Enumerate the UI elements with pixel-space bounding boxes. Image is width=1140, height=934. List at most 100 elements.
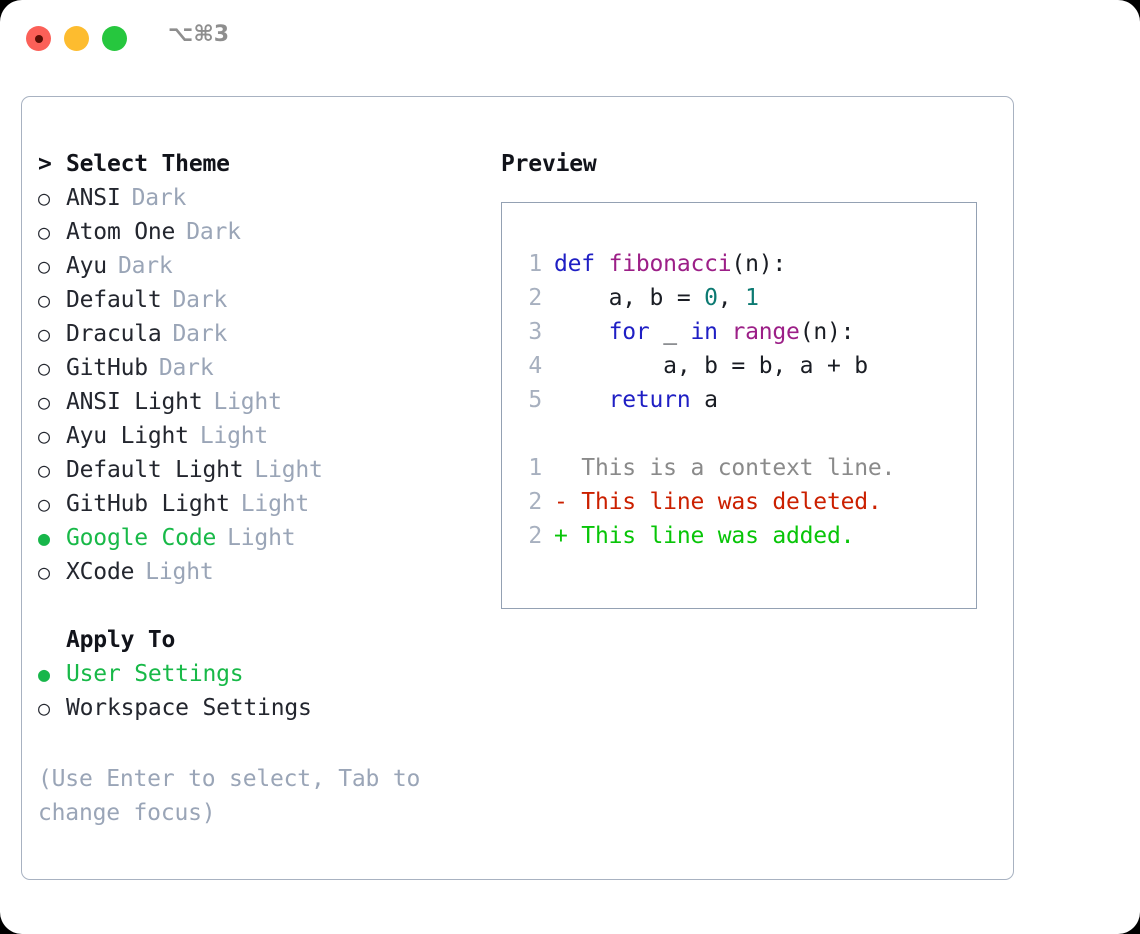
keyboard-shortcut-label: ⌥⌘3 — [168, 22, 230, 47]
code-line: 1 def fibonacci(n): — [516, 247, 970, 281]
theme-option-label: GitHub — [66, 355, 148, 381]
code-token: a, b = — [554, 285, 705, 311]
apply-to-header-label: Apply To — [66, 627, 176, 653]
line-number: 1 — [528, 455, 542, 481]
apply-option-label: User Settings — [66, 661, 244, 687]
traffic-lights — [26, 26, 127, 51]
radio-unselected-icon: ○ — [38, 356, 50, 380]
radio-unselected-icon: ○ — [38, 220, 50, 244]
theme-option-label: Default Light — [66, 457, 244, 483]
line-number: 2 — [528, 489, 542, 515]
line-number: 5 — [528, 387, 542, 413]
code-token: , — [717, 285, 746, 311]
code-token: in — [690, 319, 718, 345]
caret-icon: > — [38, 151, 52, 177]
theme-option-google-code[interactable]: ● Google Code Light — [38, 521, 498, 555]
preview-title: Preview — [501, 151, 597, 177]
radio-unselected-icon: ○ — [38, 424, 50, 448]
theme-option-ayu[interactable]: ○ Ayu Dark — [38, 249, 498, 283]
title-bar: ⌥⌘3 — [0, 0, 1140, 76]
keyboard-hint-text: (Use Enter to select, Tab to change focu… — [38, 766, 421, 826]
theme-option-variant: Light — [213, 389, 282, 415]
diff-marker: - — [554, 489, 568, 515]
line-number: 2 — [528, 523, 542, 549]
code-token: 0 — [704, 285, 718, 311]
theme-option-label: Default — [66, 287, 162, 313]
diff-sample: 1 This is a context line. 2- This line wa… — [516, 451, 970, 553]
code-line: 4 a, b = b, a + b — [516, 349, 970, 383]
theme-option-label: Google Code — [66, 525, 217, 551]
theme-option-ayu-light[interactable]: ○ Ayu Light Light — [38, 419, 498, 453]
radio-selected-icon: ● — [38, 662, 50, 686]
minimize-window-button[interactable] — [64, 26, 89, 51]
apply-option-user-settings[interactable]: ● User Settings — [38, 657, 498, 691]
line-number: 1 — [528, 251, 542, 277]
code-token: a, b = b, a + b — [554, 353, 868, 379]
section-spacer — [38, 589, 498, 623]
code-line: 2 a, b = 0, 1 — [516, 281, 970, 315]
apply-option-label: Workspace Settings — [66, 695, 312, 721]
theme-option-label: Dracula — [66, 321, 162, 347]
theme-option-variant: Dark — [172, 321, 228, 347]
theme-option-label: Ayu — [66, 253, 107, 279]
diff-line-ctx: 1 This is a context line. — [516, 451, 970, 485]
theme-option-label: ANSI — [66, 185, 121, 211]
theme-option-variant: Light — [254, 457, 323, 483]
radio-unselected-icon: ○ — [38, 186, 50, 210]
theme-option-ansi[interactable]: ○ ANSI Dark — [38, 181, 498, 215]
diff-line-add: 2 + This line was added. — [516, 519, 970, 553]
code-token: _ — [649, 319, 691, 345]
theme-option-default[interactable]: ○ Default Dark — [38, 283, 498, 317]
theme-option-variant: Dark — [131, 185, 187, 211]
radio-unselected-icon: ○ — [38, 560, 50, 584]
code-token: return — [608, 387, 691, 413]
radio-unselected-icon: ○ — [38, 254, 50, 278]
theme-option-default-light[interactable]: ○ Default Light Light — [38, 453, 498, 487]
code-token: def — [554, 251, 609, 277]
theme-option-variant: Dark — [117, 253, 173, 279]
diff-marker — [554, 455, 568, 481]
theme-option-variant: Dark — [172, 287, 228, 313]
code-token: (n): — [799, 319, 855, 345]
diff-text: This line was added. — [567, 523, 855, 549]
select-theme-header: >Select Theme — [38, 147, 498, 181]
apply-to-header: Apply To — [38, 623, 498, 657]
radio-selected-icon: ● — [38, 526, 50, 550]
code-line: 5 return a — [516, 383, 970, 417]
theme-option-variant: Dark — [158, 355, 214, 381]
maximize-window-button[interactable] — [102, 26, 127, 51]
radio-unselected-icon: ○ — [38, 288, 50, 312]
radio-unselected-icon: ○ — [38, 696, 50, 720]
radio-unselected-icon: ○ — [38, 458, 50, 482]
theme-option-variant: Light — [227, 525, 296, 551]
radio-unselected-icon: ○ — [38, 492, 50, 516]
diff-text: This is a context line. — [567, 455, 896, 481]
theme-option-variant: Light — [199, 423, 269, 449]
theme-option-github[interactable]: ○ GitHub Dark — [38, 351, 498, 385]
code-token: fibonacci — [608, 251, 732, 277]
theme-option-label: Ayu Light — [66, 423, 189, 449]
theme-option-label: ANSI Light — [66, 389, 203, 415]
theme-option-dracula[interactable]: ○ Dracula Dark — [38, 317, 498, 351]
line-number: 3 — [528, 319, 542, 345]
code-token — [554, 319, 609, 345]
radio-unselected-icon: ○ — [38, 322, 50, 346]
preview-column: Preview — [501, 147, 1001, 181]
line-number: 4 — [528, 353, 542, 379]
code-token: (n): — [731, 251, 787, 277]
close-window-button[interactable] — [26, 26, 51, 51]
apply-to-list: ● User Settings ○ Workspace Settings — [38, 657, 498, 725]
diff-marker: + — [554, 523, 568, 549]
code-token: range — [731, 319, 800, 345]
theme-option-variant: Light — [240, 491, 310, 517]
apply-option-workspace-settings[interactable]: ○ Workspace Settings — [38, 691, 498, 725]
theme-option-variant: Light — [145, 559, 214, 585]
